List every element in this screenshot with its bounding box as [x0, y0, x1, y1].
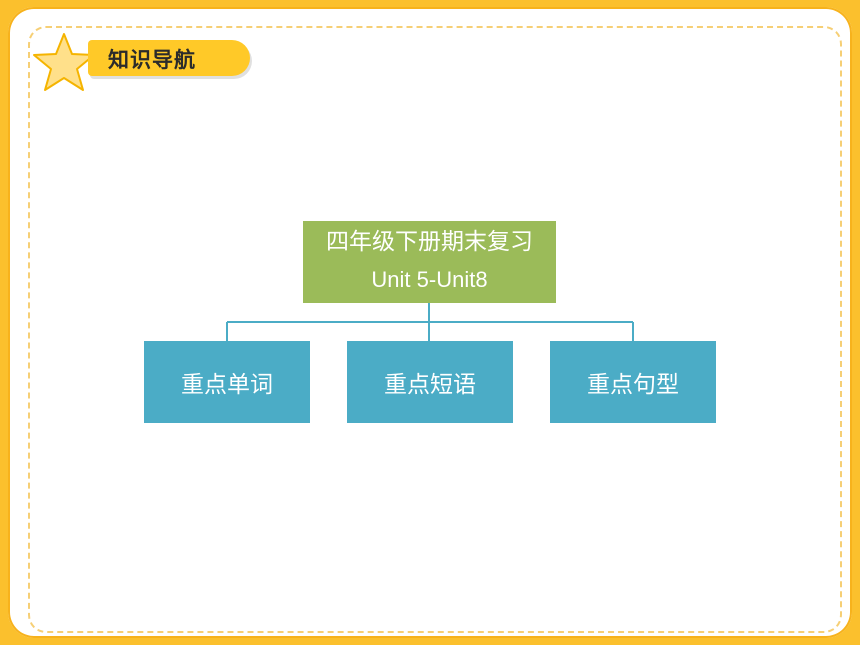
child-label: 重点句型: [587, 372, 679, 398]
star-icon: [33, 33, 95, 91]
child-node-sentences: 重点句型: [550, 341, 716, 423]
slide-frame: [8, 7, 852, 638]
root-title: 四年级下册期末复习: [326, 229, 533, 255]
child-label: 重点短语: [384, 372, 476, 398]
section-label-banner: [88, 40, 250, 76]
dashed-border: [28, 26, 842, 633]
child-node-words: 重点单词: [144, 341, 310, 423]
section-label: 知识导航: [108, 48, 196, 72]
root-node: 四年级下册期末复习 Unit 5-Unit8: [303, 221, 556, 303]
child-label: 重点单词: [181, 372, 273, 398]
child-node-phrases: 重点短语: [347, 341, 513, 423]
root-subtitle: Unit 5-Unit8: [371, 267, 488, 292]
